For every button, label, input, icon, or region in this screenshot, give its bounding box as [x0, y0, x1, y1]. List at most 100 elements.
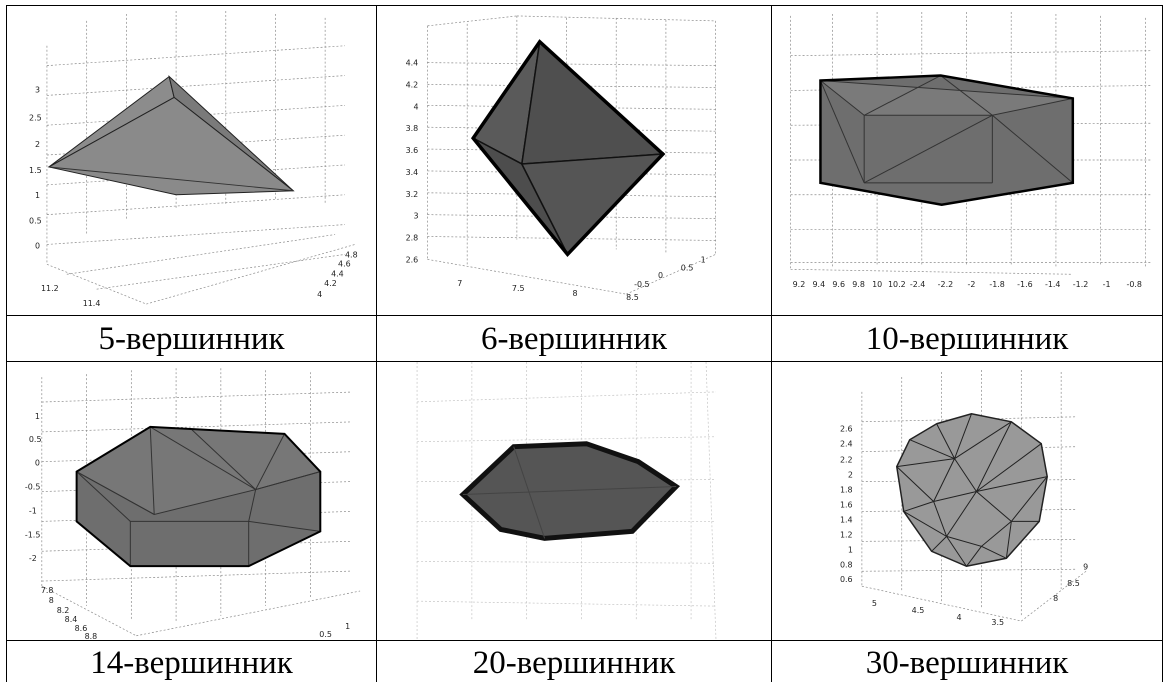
- figure-panel-1: 3 2.5 2 1.5 1 0.5 0 11.2 11.4 4.8 4.6 4.…: [6, 5, 377, 316]
- svg-text:11.4: 11.4: [83, 299, 101, 308]
- caption-10-vertex: 10-вершинник: [772, 316, 1163, 362]
- svg-text:7: 7: [457, 279, 462, 288]
- svg-text:8.2: 8.2: [57, 606, 70, 615]
- figure-panel-3: 9.2 9.4 9.6 9.8 10 10.2 -2.4 -2.2 -2 -1.…: [772, 5, 1163, 316]
- svg-text:1: 1: [345, 622, 350, 631]
- svg-text:4.2: 4.2: [406, 80, 419, 89]
- svg-text:4.4: 4.4: [331, 269, 344, 278]
- svg-text:2: 2: [35, 140, 40, 149]
- svg-text:-1: -1: [1103, 280, 1111, 289]
- svg-text:4.5: 4.5: [912, 606, 925, 615]
- axis-ticks-left: 2.6 2.4 2.2 2 1.8 1.6 1.4 1.2 1 0.8 0.6: [840, 425, 853, 584]
- caption-6-vertex: 6-вершинник: [377, 316, 772, 362]
- svg-text:0.5: 0.5: [319, 630, 332, 639]
- svg-text:1: 1: [701, 255, 706, 264]
- svg-text:8: 8: [49, 596, 54, 605]
- svg-text:-1.8: -1.8: [989, 280, 1005, 289]
- svg-text:-2: -2: [967, 280, 975, 289]
- svg-text:-0.8: -0.8: [1126, 280, 1142, 289]
- svg-text:1.2: 1.2: [840, 530, 853, 539]
- svg-text:10: 10: [872, 280, 882, 289]
- svg-text:-2: -2: [29, 554, 37, 563]
- caption-5-vertex: 5-вершинник: [6, 316, 377, 362]
- svg-text:8.4: 8.4: [65, 615, 78, 624]
- figure-panel-4: 1 0.5 0 -0.5 -1 -1.5 -2 7.8 8 8.2 8.4 8.…: [6, 362, 377, 641]
- svg-text:3: 3: [414, 212, 419, 221]
- polyhedron-6-plot: 4.4 4.2 4 3.8 3.6 3.4 3.2 3 2.8 2.6 7 7.…: [406, 15, 716, 302]
- svg-text:-2.4: -2.4: [910, 280, 926, 289]
- axis-ticks-bottom: 9.2 9.4 9.6 9.8 10 10.2 -2.4 -2.2 -2 -1.…: [793, 280, 1142, 289]
- polyhedron-30-plot: 2.6 2.4 2.2 2 1.8 1.6 1.4 1.2 1 0.8 0.6 …: [840, 369, 1088, 627]
- svg-text:0.5: 0.5: [29, 435, 42, 444]
- svg-text:9.6: 9.6: [832, 280, 845, 289]
- svg-text:1: 1: [848, 545, 853, 554]
- svg-text:4: 4: [414, 102, 419, 111]
- svg-text:9.8: 9.8: [852, 280, 865, 289]
- polyhedron-14-plot: 1 0.5 0 -0.5 -1 -1.5 -2 7.8 8 8.2 8.4 8.…: [25, 368, 361, 640]
- svg-text:0: 0: [658, 271, 663, 280]
- svg-text:1.6: 1.6: [840, 500, 853, 509]
- svg-text:-0.5: -0.5: [634, 280, 650, 289]
- svg-text:0.5: 0.5: [29, 217, 42, 226]
- svg-text:1.8: 1.8: [840, 486, 853, 495]
- svg-text:-1: -1: [29, 506, 37, 515]
- svg-text:0.6: 0.6: [840, 575, 853, 584]
- svg-text:7.8: 7.8: [41, 586, 54, 595]
- svg-text:4: 4: [957, 613, 962, 622]
- svg-text:9.4: 9.4: [813, 280, 826, 289]
- svg-text:0: 0: [35, 241, 40, 250]
- svg-text:-1.2: -1.2: [1073, 280, 1088, 289]
- svg-text:-1.6: -1.6: [1017, 280, 1033, 289]
- svg-text:2.6: 2.6: [840, 425, 853, 434]
- svg-text:0.5: 0.5: [681, 263, 694, 272]
- svg-text:4.6: 4.6: [338, 259, 351, 268]
- svg-text:7.5: 7.5: [512, 284, 525, 293]
- svg-text:8.6: 8.6: [75, 624, 88, 633]
- svg-text:0.8: 0.8: [840, 560, 853, 569]
- svg-text:4.4: 4.4: [406, 59, 419, 68]
- svg-text:3.4: 3.4: [406, 168, 419, 177]
- figure-panel-5: [377, 362, 772, 641]
- polyhedron-20-plot: [416, 362, 717, 640]
- caption-20-vertex: 20-вершинник: [377, 641, 772, 682]
- svg-text:4.2: 4.2: [324, 279, 337, 288]
- svg-text:-2.2: -2.2: [938, 280, 954, 289]
- svg-text:-1.4: -1.4: [1045, 280, 1061, 289]
- svg-text:3.2: 3.2: [406, 190, 419, 199]
- svg-text:-1.5: -1.5: [25, 530, 41, 539]
- svg-text:1: 1: [35, 412, 40, 421]
- svg-text:2.2: 2.2: [840, 456, 853, 465]
- svg-text:8.5: 8.5: [626, 293, 639, 302]
- svg-text:2.5: 2.5: [29, 113, 42, 122]
- svg-text:0: 0: [35, 459, 40, 468]
- svg-text:9.2: 9.2: [793, 280, 806, 289]
- svg-text:2.4: 2.4: [840, 440, 853, 449]
- svg-text:1.4: 1.4: [840, 515, 853, 524]
- svg-text:3: 3: [35, 85, 40, 94]
- svg-text:4: 4: [317, 290, 322, 299]
- svg-text:11.2: 11.2: [41, 284, 59, 293]
- svg-text:3.5: 3.5: [991, 618, 1004, 627]
- axis-ticks-left: 3 2.5 2 1.5 1 0.5 0: [29, 85, 42, 250]
- svg-text:10.2: 10.2: [888, 280, 906, 289]
- svg-text:-0.5: -0.5: [25, 483, 41, 492]
- caption-30-vertex: 30-вершинник: [772, 641, 1163, 682]
- svg-text:2.8: 2.8: [406, 233, 419, 242]
- svg-text:2: 2: [848, 471, 853, 480]
- svg-text:2.6: 2.6: [406, 255, 419, 264]
- svg-text:8.8: 8.8: [85, 632, 98, 640]
- svg-text:4.8: 4.8: [345, 250, 358, 259]
- svg-text:1.5: 1.5: [29, 166, 42, 175]
- svg-text:3.6: 3.6: [406, 146, 419, 155]
- caption-14-vertex: 14-вершинник: [6, 641, 377, 682]
- figure-panel-2: 4.4 4.2 4 3.8 3.6 3.4 3.2 3 2.8 2.6 7 7.…: [377, 5, 772, 316]
- polyhedron-10-plot: 9.2 9.4 9.6 9.8 10 10.2 -2.4 -2.2 -2 -1.…: [790, 11, 1151, 289]
- svg-text:1: 1: [35, 191, 40, 200]
- svg-text:8.5: 8.5: [1067, 579, 1080, 588]
- svg-text:8: 8: [1053, 594, 1058, 603]
- svg-text:9: 9: [1083, 562, 1088, 571]
- polyhedron-5-plot: 3 2.5 2 1.5 1 0.5 0 11.2 11.4 4.8 4.6 4.…: [29, 10, 358, 308]
- svg-text:5: 5: [872, 599, 877, 608]
- axis-ticks-left: 4.4 4.2 4 3.8 3.6 3.4 3.2 3 2.8 2.6: [406, 59, 419, 265]
